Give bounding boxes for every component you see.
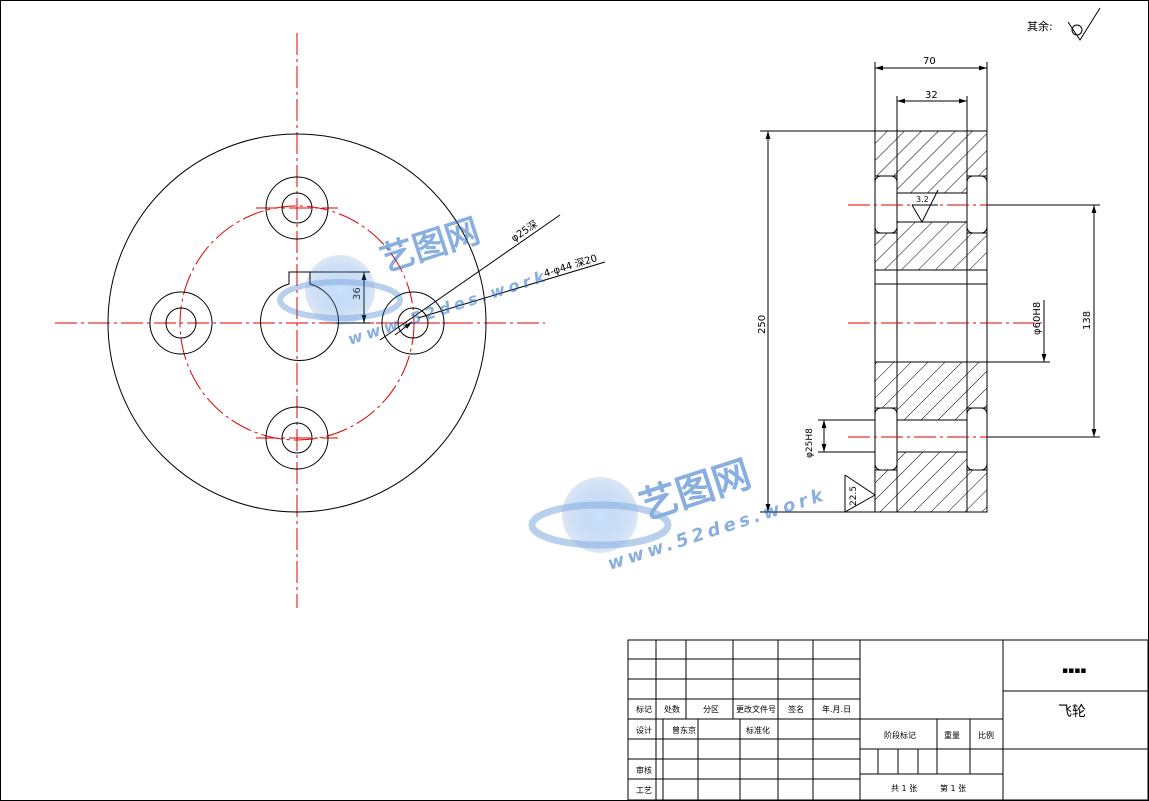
tb-zone-label: 分区 (703, 705, 719, 714)
tb-date-label: 年.月.日 (822, 704, 851, 714)
chamfer-dimension: 22.5 (849, 486, 859, 506)
bore-diameter-dimension: φ60H8 (1032, 302, 1043, 335)
watermark-brand-top: 艺图网 (375, 211, 484, 281)
tb-stage-mark: 阶段标记 (884, 730, 916, 740)
tb-mark-label: 标记 (636, 704, 652, 714)
roughness-symbol (911, 189, 939, 224)
general-roughness-symbol (1067, 7, 1101, 41)
title-block (627, 639, 1149, 801)
tb-std-label: 标准化 (746, 725, 770, 735)
bolt-hole-top (265, 176, 329, 240)
watermark-top: 艺图网 www.52des.work (277, 211, 551, 349)
hub-width-dimension: 32 (925, 90, 938, 101)
tb-weight-label: 重量 (944, 730, 960, 740)
overall-height-dimension: 250 (757, 315, 768, 334)
watermark-center: 艺图网 www.52des.work (528, 451, 829, 575)
tb-sign-label: 签名 (788, 704, 804, 714)
bolt-circle-dimension: 138 (1082, 311, 1093, 330)
hole-pattern-note: 4-φ44 深20 (542, 252, 598, 280)
section-view: 70 32 250 138 φ60H8 φ25H8 22.5 3.2 (757, 56, 1100, 513)
section-outline (874, 130, 988, 513)
tb-company: ▪▪▪▪ (1062, 666, 1086, 676)
tb-design-label: 设计 (636, 725, 652, 735)
tb-sheet-no: 第 1 张 (940, 783, 966, 793)
tb-process-label: 工艺 (636, 786, 652, 795)
watermark-url-top: www.52des.work (345, 266, 550, 349)
section-hatch-upper (874, 130, 988, 194)
surface-note: 其余: (1027, 19, 1053, 33)
tb-sheets-total: 共 1 张 (891, 784, 917, 793)
tb-review-label: 审核 (636, 765, 652, 775)
flywheel-outer-edge (107, 133, 487, 513)
bolt-hole-left (149, 291, 213, 355)
bolt-hole-bottom (265, 406, 329, 470)
tb-change-doc-label: 更改文件号 (736, 704, 776, 714)
tb-designer: 曾东京 (672, 725, 696, 735)
hole-diameter-dimension: φ25H8 (805, 428, 815, 458)
part-name: 飞轮 (1058, 704, 1086, 720)
roughness-value: 3.2 (916, 195, 929, 204)
bore-note: φ25深 (509, 218, 540, 244)
tb-scale-label: 比例 (978, 730, 994, 740)
section-hatch-lower (874, 361, 988, 421)
tb-count-label: 处数 (664, 704, 680, 714)
bolt-hole-right (381, 291, 445, 355)
overall-width-dimension: 70 (923, 56, 936, 67)
